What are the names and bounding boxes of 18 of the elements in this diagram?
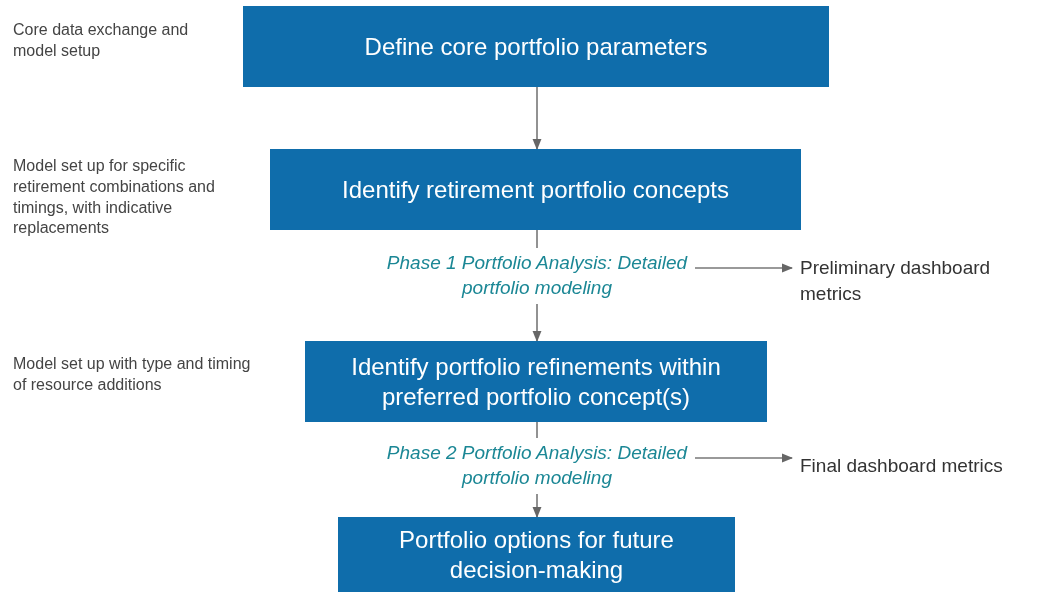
process-box: Identify retirement portfolio concepts — [270, 149, 801, 230]
process-box: Identify portfolio refinements within preferred portfolio concept(s) — [305, 341, 767, 422]
annotation-text: Core data exchange and model setup — [13, 20, 190, 61]
connector-line — [536, 229, 538, 249]
process-box: Define core portfolio parameters — [243, 6, 829, 87]
arrow — [532, 86, 542, 151]
connector-line — [536, 421, 538, 439]
output-label: Final dashboard metrics — [800, 452, 1048, 480]
annotation-text: Model set up with type and timing of resource additions — [13, 354, 252, 395]
arrow — [532, 493, 542, 519]
phase-label: Phase 2 Portfolio Analysis: Detailed portfolio modeling — [382, 438, 692, 494]
process-box: Portfolio options for future decision-making — [338, 517, 735, 592]
arrow — [694, 263, 794, 273]
phase-label: Phase 1 Portfolio Analysis: Detailed portfolio modeling — [382, 248, 692, 304]
annotation-text: Model set up for specific retirement combinations and timings, with indicative replacements — [13, 156, 216, 239]
arrow — [694, 453, 794, 463]
arrow — [532, 303, 542, 343]
output-label: Preliminary dashboard metrics — [800, 254, 1040, 308]
